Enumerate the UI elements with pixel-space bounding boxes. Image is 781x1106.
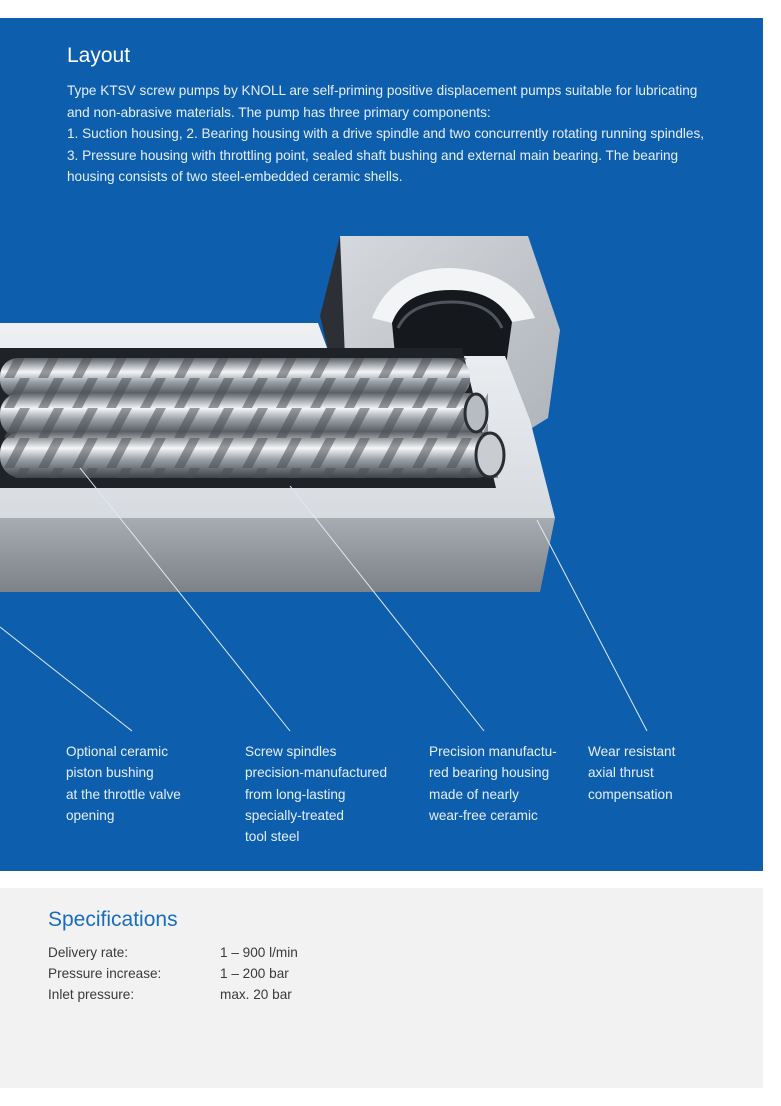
callout-screw-spindles: Screw spindles precision-manufactured fr… <box>245 741 387 847</box>
table-row: Pressure increase: 1 – 200 bar <box>48 966 298 987</box>
spec-label: Delivery rate: <box>48 945 129 960</box>
spec-value: 1 – 900 l/min <box>220 945 298 960</box>
callout-line: compensation <box>588 786 673 802</box>
spec-label: Inlet pressure: <box>48 987 135 1002</box>
callout-line: opening <box>66 807 115 823</box>
description-line: 1. Suction housing, 2. Bearing housing w… <box>67 126 705 141</box>
callout-line: Precision manufactu- <box>429 744 557 759</box>
description-line: housing consists of two steel-embedded c… <box>67 169 403 184</box>
callout-line: tool steel <box>245 829 300 845</box>
layout-title: Layout <box>67 44 131 67</box>
callout-bearing-housing: Precision manufactu- red bearing housing… <box>429 741 557 826</box>
table-row: Delivery rate: 1 – 900 l/min <box>48 945 298 966</box>
callout-piston-bushing: Optional ceramic piston bushing at the t… <box>66 741 181 826</box>
pump-cutaway-illustration <box>0 236 648 732</box>
callout-line: Wear resistant <box>588 744 676 759</box>
spec-value: max. 20 bar <box>220 987 292 1002</box>
callout-line: from long-lasting <box>245 786 346 802</box>
callout-line: made of nearly <box>429 786 519 802</box>
table-row: Inlet pressure: max. 20 bar <box>48 987 298 1008</box>
layout-section: Layout Type KTSV screw pumps by KNOLL ar… <box>0 18 763 871</box>
callout-line: Screw spindles <box>245 744 337 759</box>
spec-label: Pressure increase: <box>48 966 162 981</box>
callout-line: red bearing housing <box>429 765 550 781</box>
callout-line: axial thrust <box>588 765 654 781</box>
layout-description: Type KTSV screw pumps by KNOLL are self-… <box>67 80 747 188</box>
description-line: and non-abrasive materials. The pump has… <box>67 104 491 120</box>
callout-line: specially-treated <box>245 807 344 823</box>
callout-line: wear-free ceramic <box>429 807 538 823</box>
description-line: Type KTSV screw pumps by KNOLL are self-… <box>67 83 698 98</box>
callout-line: Optional ceramic <box>66 744 168 759</box>
description-line: 3. Pressure housing with throttling poin… <box>67 147 679 163</box>
specifications-table: Delivery rate: 1 – 900 l/min Pressure in… <box>48 945 298 1008</box>
specifications-section: Specifications Delivery rate: 1 – 900 l/… <box>0 888 763 1088</box>
callout-line: precision-manufactured <box>245 765 388 781</box>
callout-axial-thrust: Wear resistant axial thrust compensation <box>588 741 675 805</box>
callout-line: piston bushing <box>66 765 154 781</box>
specifications-title: Specifications <box>48 908 178 931</box>
callout-line: at the throttle valve <box>66 786 181 802</box>
spec-value: 1 – 200 bar <box>220 966 289 981</box>
